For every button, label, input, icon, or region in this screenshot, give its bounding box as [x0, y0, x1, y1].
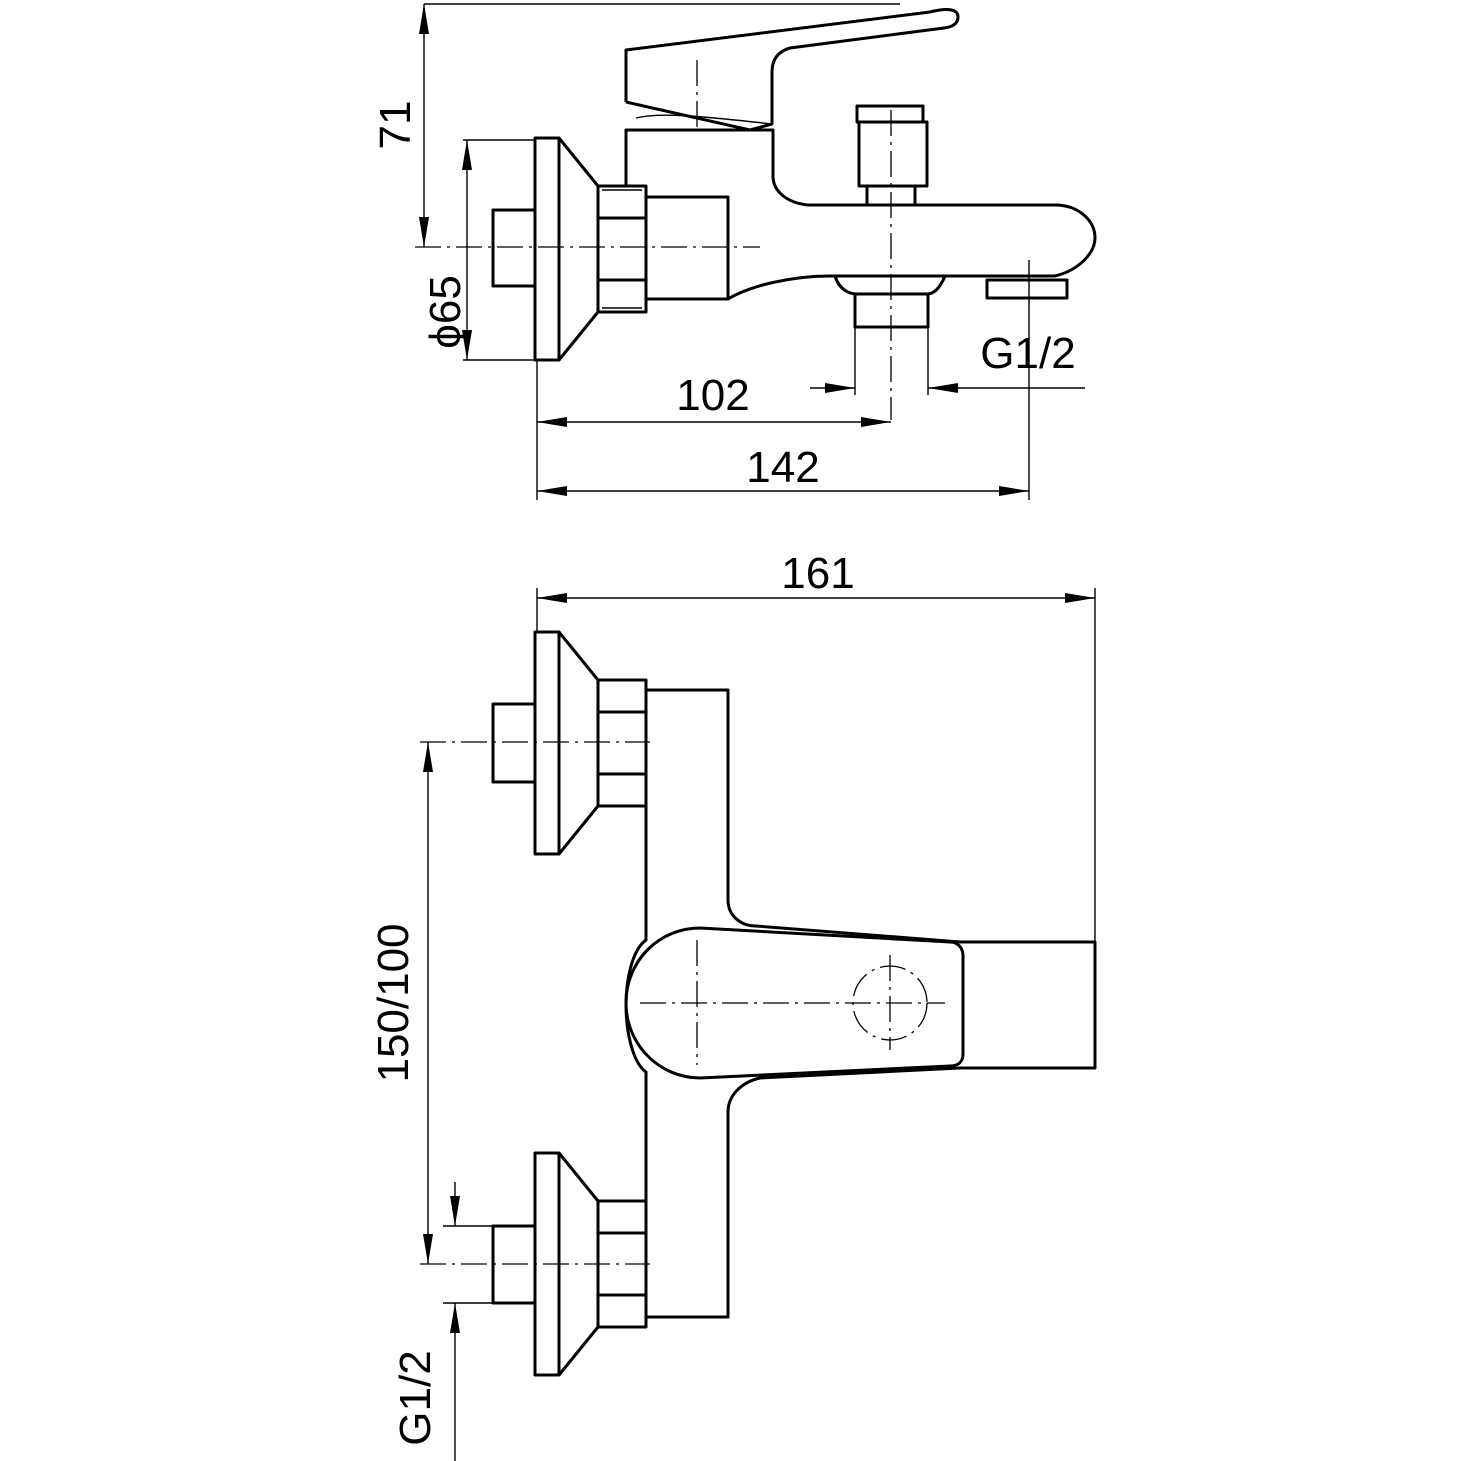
dim-inlet-spacing: 150/100	[369, 923, 418, 1082]
dim-height-above-axis: 71	[371, 101, 420, 150]
dim-outlet-thread: G1/2	[980, 329, 1075, 378]
dim-axis-to-outlet: 102	[676, 371, 749, 420]
dim-flange-diameter: ϕ65	[421, 275, 470, 349]
dim-axis-to-spout-tip: 142	[746, 443, 819, 492]
front-view: 161 150/100 G1/2	[369, 549, 1097, 1461]
side-view-connector	[644, 195, 730, 301]
side-view-outlet	[833, 275, 947, 329]
side-view-diverter-knob	[855, 104, 929, 207]
side-view-spout-body	[624, 128, 1097, 301]
side-view-hex-nut	[596, 184, 648, 314]
dim-inlet-thread: G1/2	[391, 1350, 440, 1445]
side-view-lever	[624, 8, 960, 132]
dim-total-width: 161	[781, 549, 854, 598]
side-view-flange	[533, 136, 600, 362]
side-view-inlet-stub	[491, 208, 537, 288]
side-view: 71 ϕ65 G1/2 102 142	[371, 3, 1097, 500]
side-view-aerator	[985, 278, 1069, 300]
front-view-upper-flange	[491, 630, 648, 856]
front-view-lever	[624, 926, 965, 1080]
